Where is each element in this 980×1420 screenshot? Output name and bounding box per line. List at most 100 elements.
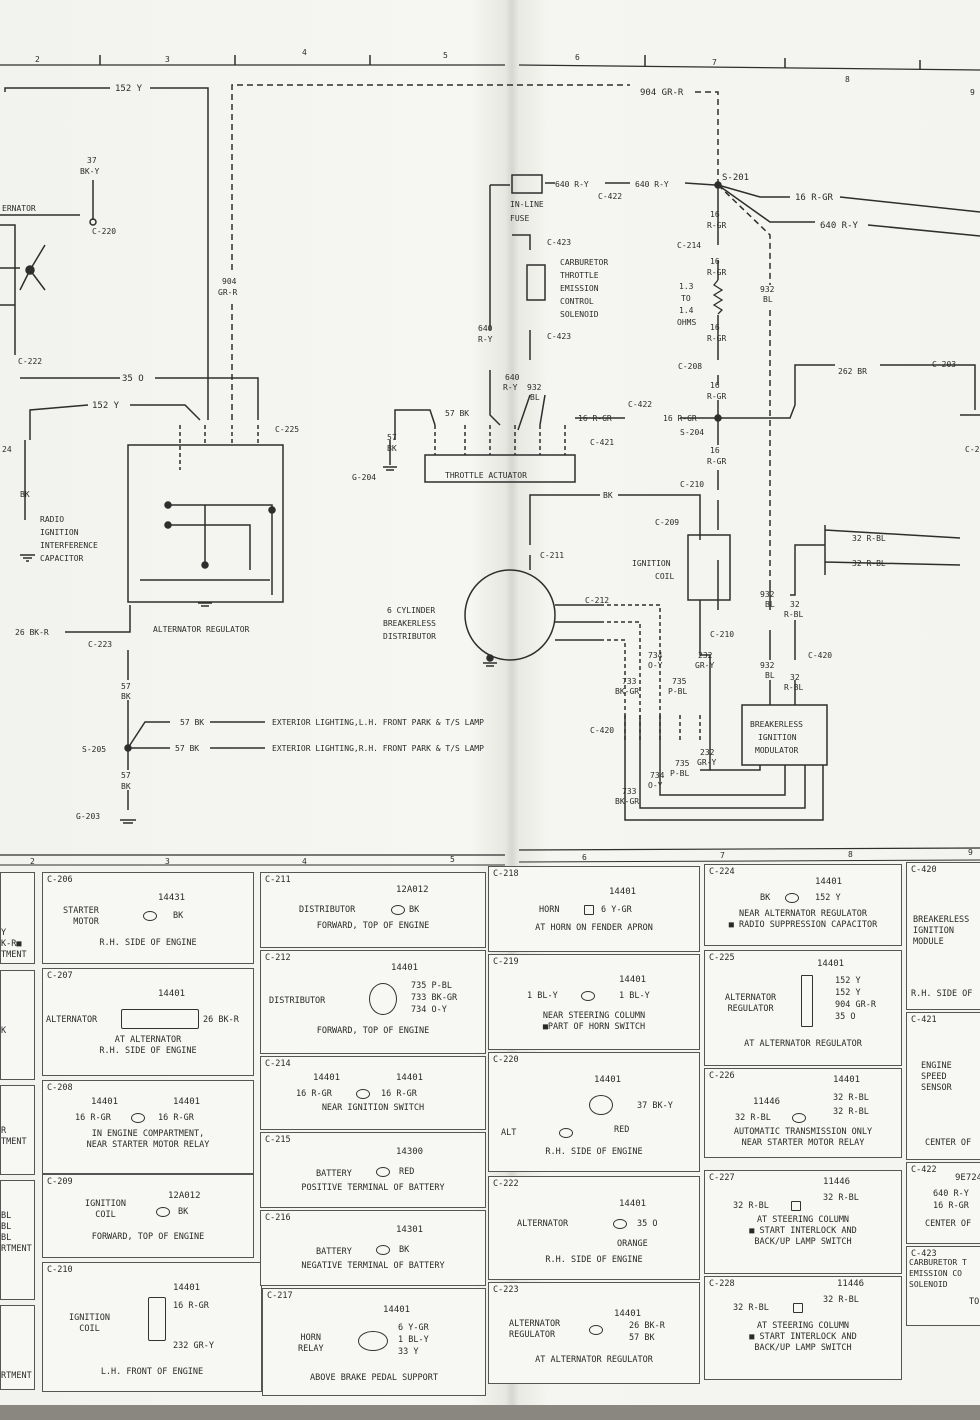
connector-label: C-225 bbox=[275, 425, 299, 434]
part-number: 14300 bbox=[396, 1147, 424, 1157]
wire-label: 57 BK bbox=[445, 409, 469, 418]
wire-color: BK bbox=[760, 893, 771, 903]
grid-col: 9 bbox=[970, 88, 975, 97]
coil-plug-icon bbox=[148, 1297, 166, 1341]
grid-col: 4 bbox=[302, 48, 307, 57]
component-label: ERNATOR bbox=[2, 204, 36, 213]
wire-label: BK-GR bbox=[615, 687, 639, 696]
connector-label: C-423 bbox=[547, 238, 571, 247]
wire-label: 32 bbox=[790, 600, 800, 609]
wire-label: P-BL bbox=[668, 687, 687, 696]
connector-id: C-423 bbox=[911, 1249, 937, 1259]
connector-card: C-224 14401 BK 152 Y NEAR ALTERNATOR REG… bbox=[704, 864, 902, 946]
wire-label: R-Y bbox=[478, 335, 493, 344]
connector-label: C-421 bbox=[590, 438, 614, 447]
wire-color: 32 R-BL bbox=[733, 1201, 769, 1211]
wire-color: 152 Y bbox=[835, 988, 861, 998]
part-number: 11446 bbox=[823, 1177, 851, 1187]
wire-label: 32 bbox=[790, 673, 800, 682]
connector-card: C-211 12A012 DISTRIBUTOR BK FORWARD, TOP… bbox=[260, 872, 486, 948]
component-label: THROTTLE ACTUATOR bbox=[445, 471, 527, 480]
connector-icon bbox=[156, 1207, 170, 1217]
part-number: 14401 bbox=[619, 975, 647, 985]
connector-id: C-422 bbox=[911, 1165, 937, 1175]
location: R.H. SIDE OF ENGINE bbox=[545, 1147, 643, 1157]
connector-card: C-217 14401 HORN RELAY 6 Y-GR 1 BL-Y 33 … bbox=[262, 1288, 486, 1396]
wire-label: R-GR bbox=[707, 457, 726, 466]
wire-label: R-GR bbox=[707, 268, 726, 277]
component-label: BREAKERLESS bbox=[383, 619, 436, 628]
grid-col: 8 bbox=[848, 850, 853, 859]
wire-color: 32 R-BL bbox=[823, 1295, 859, 1305]
grid-col: 3 bbox=[165, 55, 170, 64]
connector-id: C-209 bbox=[47, 1177, 73, 1187]
location: IN ENGINE COMPARTMENT, NEAR STARTER MOTO… bbox=[86, 1129, 210, 1150]
wire-label: BK bbox=[121, 692, 131, 701]
component-name: BATTERY bbox=[316, 1169, 352, 1179]
wire-color: 16 R-GR bbox=[933, 1201, 969, 1211]
connector-label: C-208 bbox=[678, 362, 702, 371]
wire-color: 16 R-GR bbox=[75, 1113, 111, 1123]
wire-color: BK bbox=[178, 1207, 189, 1217]
wire-color: 16 R-GR bbox=[296, 1089, 332, 1099]
wire-label: 733 bbox=[622, 787, 637, 796]
grid-col: 3 bbox=[165, 857, 170, 866]
part-number: 14401 bbox=[173, 1283, 201, 1293]
connector-card: C-207 14401 ALTERNATOR 26 BK-R AT ALTERN… bbox=[42, 968, 254, 1076]
wire-label: 932 bbox=[527, 383, 542, 392]
location: AT ALTERNATOR R.H. SIDE OF ENGINE bbox=[99, 1035, 197, 1056]
wire-color: RED bbox=[399, 1167, 415, 1177]
destination-label: EXTERIOR LIGHTING,L.H. FRONT PARK & T/S … bbox=[272, 718, 484, 727]
wire-color: 32 R-BL bbox=[733, 1303, 769, 1313]
wire-color: 1 BL-Y bbox=[398, 1335, 429, 1345]
wire-color: 1 BL-Y bbox=[527, 991, 558, 1001]
wire-color: 16 R-GR bbox=[381, 1089, 417, 1099]
wire-label: 232 bbox=[700, 748, 715, 757]
part-number: 14431 bbox=[158, 893, 186, 903]
wire-color: 733 BK-GR bbox=[411, 993, 458, 1003]
connector-card: C-420 BREAKERLESS IGNITION MODULE R.H. S… bbox=[906, 862, 980, 1010]
component-name: ENGINE SPEED SENSOR bbox=[921, 1061, 952, 1093]
wire-label: 57 BK bbox=[180, 718, 204, 727]
connector-icon bbox=[143, 911, 157, 921]
component-label: INTERFERENCE bbox=[40, 541, 98, 550]
component-label: THROTTLE bbox=[560, 271, 599, 280]
wire-label: BK-GR bbox=[615, 797, 639, 806]
location: AT HORN ON FENDER APRON bbox=[535, 923, 653, 933]
wire-color: 232 GR-Y bbox=[173, 1341, 214, 1351]
plug-icon bbox=[589, 1095, 613, 1115]
part-number: 12A012 bbox=[168, 1191, 201, 1201]
component-label: CONTROL bbox=[560, 297, 594, 306]
wire-label: 734 bbox=[650, 771, 665, 780]
connector-icon bbox=[581, 991, 595, 1001]
wire-label: 35 O bbox=[122, 374, 144, 384]
wire-label: 735 bbox=[675, 759, 690, 768]
wire-label: GR-Y bbox=[695, 661, 714, 670]
wire-label: 640 R-Y bbox=[635, 180, 669, 189]
wire-label: BK bbox=[20, 490, 30, 499]
wire-label: R-BL bbox=[784, 683, 803, 692]
wire-color: 32 R-BL bbox=[735, 1113, 771, 1123]
part-number: 14401 bbox=[391, 963, 419, 973]
stub-text: RTMENT bbox=[1, 1371, 32, 1381]
connector-id: C-224 bbox=[709, 867, 735, 877]
component-name: DISTRIBUTOR bbox=[299, 905, 356, 915]
connector-card: C-210 14401 IGNITION COIL 16 R-GR 232 GR… bbox=[42, 1262, 262, 1392]
connector-id: C-215 bbox=[265, 1135, 291, 1145]
splice-label: S-205 bbox=[82, 745, 106, 754]
connector-label: C-422 bbox=[628, 400, 652, 409]
component-label: DISTRIBUTOR bbox=[383, 632, 436, 641]
location: ABOVE BRAKE PEDAL SUPPORT bbox=[310, 1373, 438, 1383]
destination-label: EXTERIOR LIGHTING,R.H. FRONT PARK & T/S … bbox=[272, 744, 484, 753]
location: AUTOMATIC TRANSMISSION ONLY NEAR STARTER… bbox=[733, 1127, 873, 1148]
connector-id: C-225 bbox=[709, 953, 735, 963]
location: R.H. SIDE OF ENGINE bbox=[99, 938, 197, 948]
connector-card: C-214 14401 14401 16 R-GR 16 R-GR NEAR I… bbox=[260, 1056, 486, 1130]
wire-color: BK bbox=[173, 911, 184, 921]
location: CENTER OF bbox=[925, 1219, 972, 1229]
wire-label: 904 bbox=[222, 277, 237, 286]
wire-label: BK bbox=[121, 782, 131, 791]
connector-id: C-211 bbox=[265, 875, 291, 885]
connector-label: C-2 bbox=[965, 445, 980, 454]
location: AT STEERING COLUMN ■ START INTERLOCK AND… bbox=[749, 1321, 857, 1353]
